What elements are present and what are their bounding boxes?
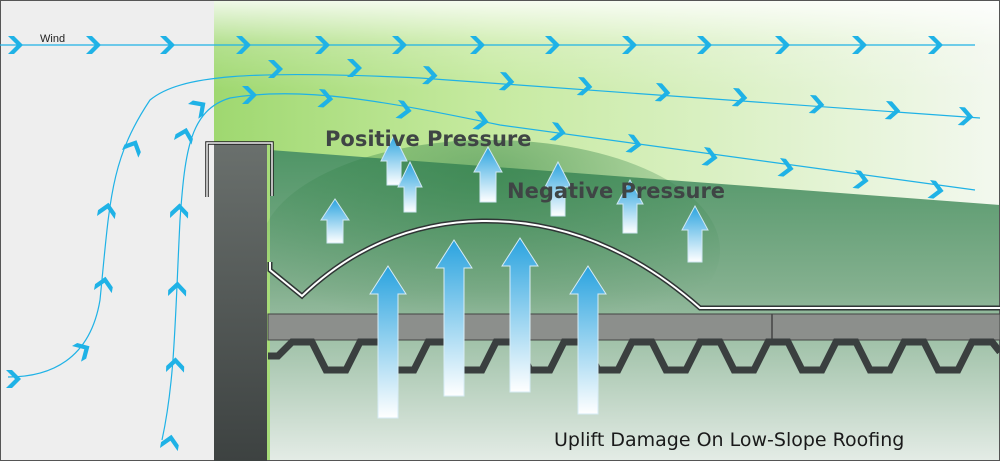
wind-chevron-icon [701,147,718,166]
wind-chevron-icon [315,36,330,54]
wind-chevron-icon [160,36,175,54]
wind-chevron-icon [625,134,642,153]
wind-chevron-icon [498,72,515,91]
diagram-caption: Uplift Damage On Low-Slope Roofing [554,429,904,451]
wind-chevron-icon [6,370,21,388]
negative-pressure-arrows [369,237,607,419]
wind-chevron-icon [470,36,485,54]
wind-chevron-icon [775,36,790,54]
uplift-glow [260,140,720,360]
uplift-arrow-icon [397,160,423,213]
wind-chevron-icon [94,276,113,294]
wind-chevron-icon [622,36,637,54]
uplift-arrow-icon [473,145,503,203]
wind-chevron-icon [884,101,901,120]
wind-chevron-icon [422,66,438,85]
parapet-wall [214,143,267,461]
wind-chevron-icon [86,36,101,54]
uplift-arrow-icon [369,265,407,419]
wind-chevron-icon [654,83,671,102]
wind-chevron-icon [697,36,712,54]
wind-chevron-icon [472,111,489,130]
uplift-arrow-icon [544,160,572,217]
wind-chevron-icon [852,170,869,189]
wind-chevron-icon [392,36,407,54]
wind-chevron-icon [72,343,90,362]
parapet-flashing-inner [206,142,273,197]
wind-label: Wind [40,33,65,45]
wind-chevron-icon [731,88,748,107]
negative-pressure-label: Negative Pressure [507,179,725,203]
wind-chevron-icon [928,36,943,54]
wind-chevron-icon [160,434,179,452]
wind-chevron-icon [395,100,412,119]
wind-chevron-icon [576,77,593,96]
uplift-arrow-icon [501,237,539,393]
positive-pressure-arrows [320,133,709,263]
wind-chevron-icon [777,158,794,177]
wind-chevron-icon [545,36,560,54]
wind-chevron-icon [166,357,185,373]
uplift-arrow-icon [320,198,350,244]
wind-chevron-icon [236,36,251,54]
uplift-arrow-icon [380,133,408,186]
wind-chevrons [6,36,974,452]
wind-chevron-icon [122,140,141,158]
uplift-arrow-icon [569,265,607,415]
wind-chevron-icon [242,86,257,104]
wind-chevron-icon [808,95,825,114]
wind-chevron-icon [168,281,187,297]
uplift-arrow-icon [435,239,473,397]
wind-chevron-icon [549,122,566,141]
wind-chevron-icon [170,203,189,219]
wind-chevron-icon [188,100,206,119]
wind-chevron-icon [347,59,362,77]
uplift-arrow-icon [616,178,644,234]
wind-chevron-icon [957,107,974,126]
wind-chevron-icon [268,60,283,78]
wind-chevron-icon [852,36,867,54]
roof-membrane-highlight [269,219,1000,309]
wind-chevron-icon [8,36,23,54]
wind-chevron-icon [174,127,193,145]
wind-chevron-icon [97,202,116,220]
wind-streamlines [0,44,981,441]
wind-chevron-icon [927,180,944,199]
positive-pressure-label: Positive Pressure [325,127,532,151]
wind-chevron-icon [317,89,334,108]
uplift-arrow-icon [681,204,709,263]
